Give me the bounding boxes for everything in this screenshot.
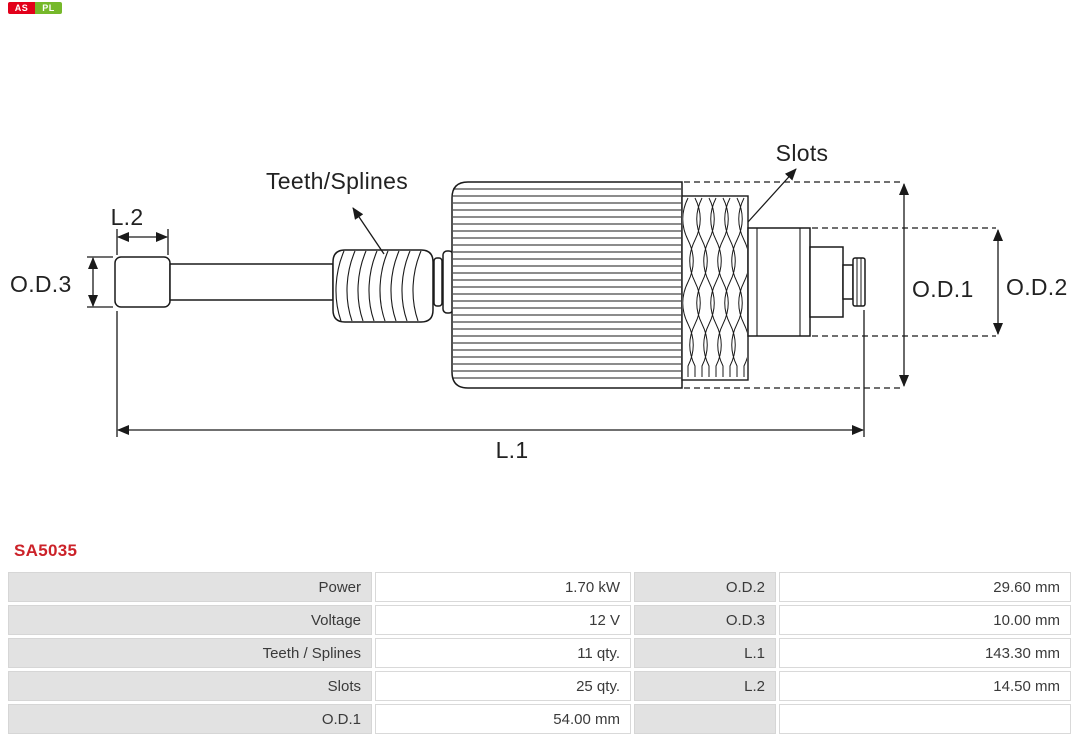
teeth-splines-callout-arrow xyxy=(352,207,385,255)
teeth-splines-section xyxy=(332,249,434,323)
spec-table: Power 1.70 kW O.D.2 29.60 mm Voltage 12 … xyxy=(8,572,1071,734)
spec-label: O.D.2 xyxy=(634,572,776,602)
label-teeth-splines: Teeth/Splines xyxy=(266,168,408,194)
commutator-slots-section xyxy=(681,195,749,381)
label-l2: L.2 xyxy=(111,204,144,230)
slots-callout-arrow xyxy=(747,168,797,223)
label-od3: O.D.3 xyxy=(10,271,72,297)
spec-value: 29.60 mm xyxy=(779,572,1071,602)
armature-core xyxy=(451,181,683,389)
spec-value xyxy=(779,704,1071,734)
spec-label: O.D.3 xyxy=(634,605,776,635)
spec-label: Power xyxy=(8,572,372,602)
spec-value: 14.50 mm xyxy=(779,671,1071,701)
label-od1: O.D.1 xyxy=(912,276,974,302)
spec-value: 12 V xyxy=(375,605,631,635)
spec-label: L.1 xyxy=(634,638,776,668)
shaft-end-block xyxy=(114,256,171,308)
logo-pl-block: PL xyxy=(35,2,62,14)
spec-value: 11 qty. xyxy=(375,638,631,668)
commutator-body xyxy=(747,227,811,337)
spec-label: Slots xyxy=(8,671,372,701)
collar-ridges xyxy=(433,250,454,314)
spec-value: 1.70 kW xyxy=(375,572,631,602)
shaft xyxy=(169,263,334,301)
armature-diagram: Teeth/Splines Slots L.2 O.D.3 O.D.1 O.D.… xyxy=(10,140,1068,463)
spec-label: L.2 xyxy=(634,671,776,701)
spec-label: O.D.1 xyxy=(8,704,372,734)
label-od2: O.D.2 xyxy=(1006,274,1068,300)
label-slots: Slots xyxy=(776,140,829,166)
label-l1: L.1 xyxy=(496,437,529,463)
dim-l1 xyxy=(116,310,865,437)
spec-label: Teeth / Splines xyxy=(8,638,372,668)
shaft-right-end xyxy=(809,246,866,318)
spec-value: 54.00 mm xyxy=(375,704,631,734)
dim-l2 xyxy=(116,229,169,255)
dimension-lines xyxy=(87,168,1003,437)
spec-value: 143.30 mm xyxy=(779,638,1071,668)
logo-as-block: AS xyxy=(8,2,35,14)
spec-label: Voltage xyxy=(8,605,372,635)
spec-value: 25 qty. xyxy=(375,671,631,701)
dim-od3 xyxy=(87,256,113,308)
spec-value: 10.00 mm xyxy=(779,605,1071,635)
part-number: SA5035 xyxy=(14,541,78,560)
spec-label xyxy=(634,704,776,734)
brand-logo: AS PL xyxy=(8,2,62,14)
